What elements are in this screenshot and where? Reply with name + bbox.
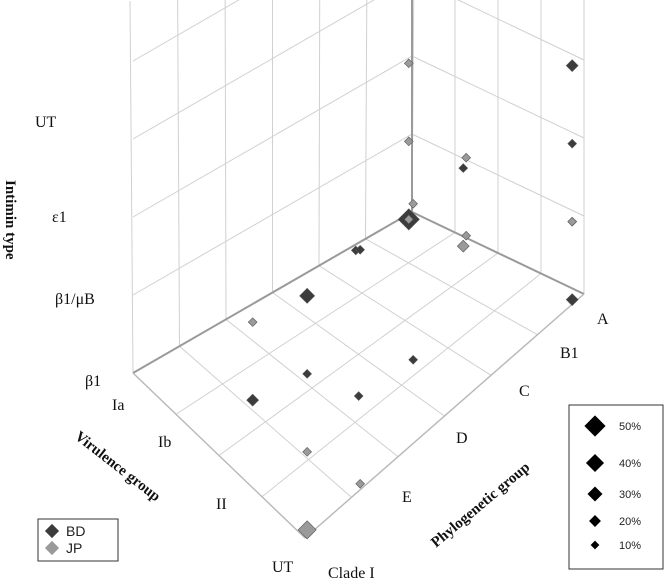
data-point-jp: [456, 239, 470, 253]
virulence-axis-line: [132, 372, 306, 539]
wall-grid-line: [456, 0, 585, 61]
virulence-tick-label: UT: [272, 559, 294, 576]
data-point-jp: [355, 479, 365, 489]
legend-marker-bd: [44, 523, 60, 539]
virulence-tick-label: II: [216, 496, 227, 513]
size-legend: 50% 40% 30% 20% 10%: [568, 404, 664, 570]
wall-grid-line: [177, 0, 180, 347]
floor-grid-line: [175, 232, 456, 415]
data-point-jp: [403, 136, 414, 147]
phylo-tick-label: Clade I: [328, 565, 375, 582]
legend-label: BD: [66, 523, 85, 539]
floor-grid-line: [218, 252, 499, 456]
virulence-axis-title: Virulence group: [72, 429, 164, 505]
phylo-tick-label: A: [597, 311, 609, 328]
size-legend-label: 20%: [619, 516, 641, 528]
phylo-tick-label: C: [519, 383, 530, 400]
data-point-bd: [299, 287, 316, 304]
data-markers: [246, 58, 579, 540]
data-point-jp: [403, 214, 414, 225]
wall-grid-line: [132, 133, 413, 296]
wall-grid-line: [411, 55, 585, 139]
size-legend-marker: [590, 540, 600, 550]
size-legend-label: 10%: [619, 540, 641, 552]
data-point-bd: [567, 138, 577, 149]
data-point-bd: [565, 59, 579, 72]
virulence-tick-label: Ia: [112, 397, 124, 414]
wall-grid-line: [224, 0, 227, 320]
data-point-bd: [565, 293, 579, 306]
data-point-bd: [353, 391, 364, 401]
phylo-tick-label: E: [402, 489, 412, 506]
data-point-bd: [458, 163, 469, 173]
phylo-axis-title: Phylogenetic group: [428, 459, 533, 551]
wall-grid-line: [132, 0, 375, 140]
legend-label: JP: [66, 540, 82, 556]
size-legend-marker: [584, 415, 606, 437]
grid-lines: [129, 0, 585, 539]
phylo-axis-line: [304, 293, 585, 539]
data-point-bd: [355, 245, 365, 255]
data-point-bd: [246, 393, 260, 407]
wall-grid-line: [132, 55, 413, 218]
wall-grid-line: [132, 0, 240, 62]
data-point-jp: [461, 230, 471, 241]
phylo-tick-label: D: [456, 430, 468, 447]
size-legend-label: 30%: [619, 489, 641, 501]
data-point-jp: [567, 216, 577, 227]
size-legend-marker: [589, 515, 601, 527]
intimin-tick-label: UT: [35, 114, 57, 131]
wall-grid-line: [129, 0, 134, 374]
data-point-jp: [247, 317, 258, 327]
intimin-tick-label: ε1: [52, 209, 67, 226]
phylo-tick-label: B1: [560, 345, 579, 362]
size-legend-frame: [568, 404, 664, 570]
data-point-jp: [403, 58, 414, 69]
intimin-axis-title: Intimin type: [2, 180, 18, 260]
data-point-jp: [408, 198, 418, 209]
wall-grid-line: [411, 133, 585, 217]
wall-grid-line: [318, 0, 321, 266]
data-point-bd: [408, 354, 418, 365]
data-point-jp: [461, 152, 471, 163]
floor-grid-line: [261, 273, 542, 498]
data-point-jp: [302, 447, 312, 457]
legend-marker-jp: [44, 540, 60, 556]
intimin-tick-label: β1: [85, 373, 101, 390]
floor-back-edge: [132, 210, 585, 374]
intimin-tick-label: β1/μB: [55, 291, 95, 308]
size-legend-label: 50%: [619, 421, 641, 433]
data-point-jp: [297, 520, 317, 540]
size-legend-label: 40%: [619, 458, 641, 470]
wall-grid-line: [365, 0, 368, 239]
data-point-bd: [302, 369, 312, 379]
virulence-tick-label: Ib: [158, 434, 171, 451]
